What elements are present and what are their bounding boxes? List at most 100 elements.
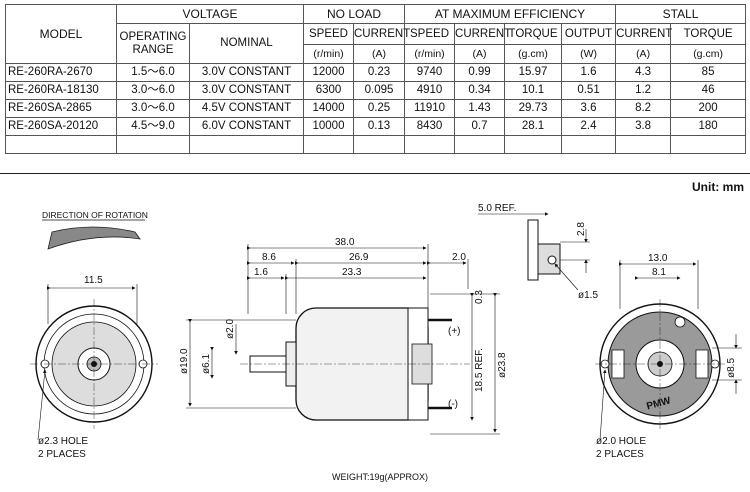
table-row: RE-260RA-18130 3.0～6.0 3.0V CONSTANT 630… xyxy=(5,81,747,100)
table-cell: 2.4 xyxy=(561,117,617,136)
dim-label: ø2.0 xyxy=(225,319,236,339)
table-cell: RE-260RA-2670 xyxy=(5,63,117,82)
hole-label: ø2.0 HOLE xyxy=(596,436,646,447)
dim-label: 2.0 xyxy=(452,252,466,263)
table-cell: 3.0V CONSTANT xyxy=(189,81,304,100)
rotation-arrow-icon xyxy=(47,226,141,250)
table-cell: 3.0～6.0 xyxy=(116,81,190,100)
unit-label: Unit: mm xyxy=(692,180,744,194)
unit-cell: (r/min) xyxy=(303,44,354,64)
header-st-current: CURRENT xyxy=(615,23,672,45)
table-cell: 3.6 xyxy=(561,99,617,118)
plus-terminal-label: (+) xyxy=(448,326,461,337)
table-cell: 0.25 xyxy=(352,99,406,118)
dim-label: ø6.1 xyxy=(201,354,212,374)
table-cell: 0.51 xyxy=(561,81,617,100)
header-nl-current: CURRENT xyxy=(352,23,410,45)
table-cell: 10.1 xyxy=(504,81,563,100)
dim-label: 2.8 xyxy=(576,222,587,236)
dim-label: 13.0 xyxy=(648,253,668,264)
table-cell: 4.5～9.0 xyxy=(116,117,190,136)
table-cell: 85 xyxy=(670,63,747,82)
table-cell: 0.7 xyxy=(454,117,506,136)
header-stall: STALL xyxy=(615,4,747,24)
unit-cell: (A) xyxy=(352,44,406,64)
dim-label: 23.3 xyxy=(342,267,362,278)
weight-label: WEIGHT:19g(APPROX) xyxy=(332,472,428,482)
rear-view: 13.0 8.1 PMW ø8.5 ø2.0 HOLE 2 PLACES xyxy=(595,253,742,460)
front-view-left: 11.5 ø2.3 HOLE 2 PLACES xyxy=(30,275,158,460)
dim-label: 11.5 xyxy=(84,275,103,286)
table-cell: 8.2 xyxy=(615,99,672,118)
table-cell: 1.6 xyxy=(561,63,617,82)
table-cell: 0.095 xyxy=(352,81,406,100)
table-cell: 0.34 xyxy=(454,81,506,100)
table-cell: 0.23 xyxy=(352,63,406,82)
side-view: 38.0 8.6 26.9 2.0 1.6 23.3 (+) (-) ø19.0… xyxy=(179,237,508,435)
table-cell: 3.8 xyxy=(615,117,672,136)
table-cell: 9740 xyxy=(404,63,456,82)
table-cell: 15.97 xyxy=(504,63,563,82)
dim-label: 8.1 xyxy=(652,267,666,278)
dim-label: 18.5 REF. xyxy=(474,348,485,392)
table-cell: 4910 xyxy=(404,81,456,100)
dim-label: 5.0 REF. xyxy=(478,203,516,214)
dim-label: ø1.5 xyxy=(578,290,598,301)
header-nl-speed: SPEED xyxy=(303,23,354,45)
header-operating-range: OPERATING RANGE xyxy=(116,23,190,64)
table-cell: 28.1 xyxy=(504,117,563,136)
table-row: RE-260SA-20120 4.5～9.0 6.0V CONSTANT 100… xyxy=(5,117,747,136)
table-row: RE-260SA-2865 3.0～6.0 4.5V CONSTANT 1400… xyxy=(5,99,747,118)
table-cell: 10000 xyxy=(303,117,354,136)
unit-cell: (W) xyxy=(561,44,617,64)
header-no-load: NO LOAD xyxy=(302,4,406,24)
hole-label: ø2.3 HOLE xyxy=(38,436,88,447)
dim-label: 1.6 xyxy=(254,267,268,278)
table-row: RE-260RA-2670 1.5～6.0 3.0V CONSTANT 1200… xyxy=(5,63,747,82)
table-cell: 200 xyxy=(670,99,747,118)
table-cell: 11910 xyxy=(404,99,456,118)
dim-label: 38.0 xyxy=(335,237,355,248)
header-voltage: VOLTAGE xyxy=(116,4,304,24)
table-cell: RE-260SA-20120 xyxy=(5,117,117,136)
dim-label: 0.3 xyxy=(474,290,485,304)
header-max-efficiency: AT MAXIMUM EFFICIENCY xyxy=(404,4,617,24)
table-cell: 29.73 xyxy=(504,99,563,118)
table-cell: 3.0V CONSTANT xyxy=(189,63,304,82)
table-row xyxy=(5,135,747,154)
dim-label: 8.6 xyxy=(262,252,276,263)
table-cell: 4.3 xyxy=(615,63,672,82)
dim-label: ø23.8 xyxy=(497,352,508,378)
table-cell: 4.5V CONSTANT xyxy=(189,99,304,118)
table-cell: 180 xyxy=(670,117,747,136)
header-me-output: OUTPUT xyxy=(561,23,617,45)
table-cell: RE-260RA-18130 xyxy=(5,81,117,100)
terminal-detail: 5.0 REF. 2.8 ø1.5 xyxy=(478,203,598,301)
table-cell: 46 xyxy=(670,81,747,100)
hole-count-label: 2 PLACES xyxy=(38,449,86,460)
unit-cell: (g.cm) xyxy=(504,44,563,64)
dim-label: ø8.5 xyxy=(726,358,737,378)
table-cell: 12000 xyxy=(303,63,354,82)
dim-label: 26.9 xyxy=(349,252,369,263)
header-me-torque: TORQUE xyxy=(504,23,563,45)
direction-label: DIRECTION OF ROTATION xyxy=(42,210,148,220)
minus-terminal-label: (-) xyxy=(448,399,458,410)
table-cell: RE-260SA-2865 xyxy=(5,99,117,118)
section-divider xyxy=(0,173,750,174)
header-me-speed: SPEED xyxy=(404,23,456,45)
table-cell: 1.43 xyxy=(454,99,506,118)
header-me-current: CURRENT xyxy=(454,23,511,45)
header-st-torque: TORQUE xyxy=(670,23,747,45)
header-nominal: NOMINAL xyxy=(189,23,304,64)
unit-cell: (g.cm) xyxy=(670,44,747,64)
unit-cell: (r/min) xyxy=(404,44,456,64)
unit-cell: (A) xyxy=(615,44,672,64)
hole-count-label: 2 PLACES xyxy=(596,449,644,460)
table-cell: 14000 xyxy=(303,99,354,118)
table-cell: 0.99 xyxy=(454,63,506,82)
table-cell: 6300 xyxy=(303,81,354,100)
table-cell: 1.5～6.0 xyxy=(116,63,190,82)
header-model: MODEL xyxy=(5,4,117,64)
table-cell: 0.13 xyxy=(352,117,406,136)
